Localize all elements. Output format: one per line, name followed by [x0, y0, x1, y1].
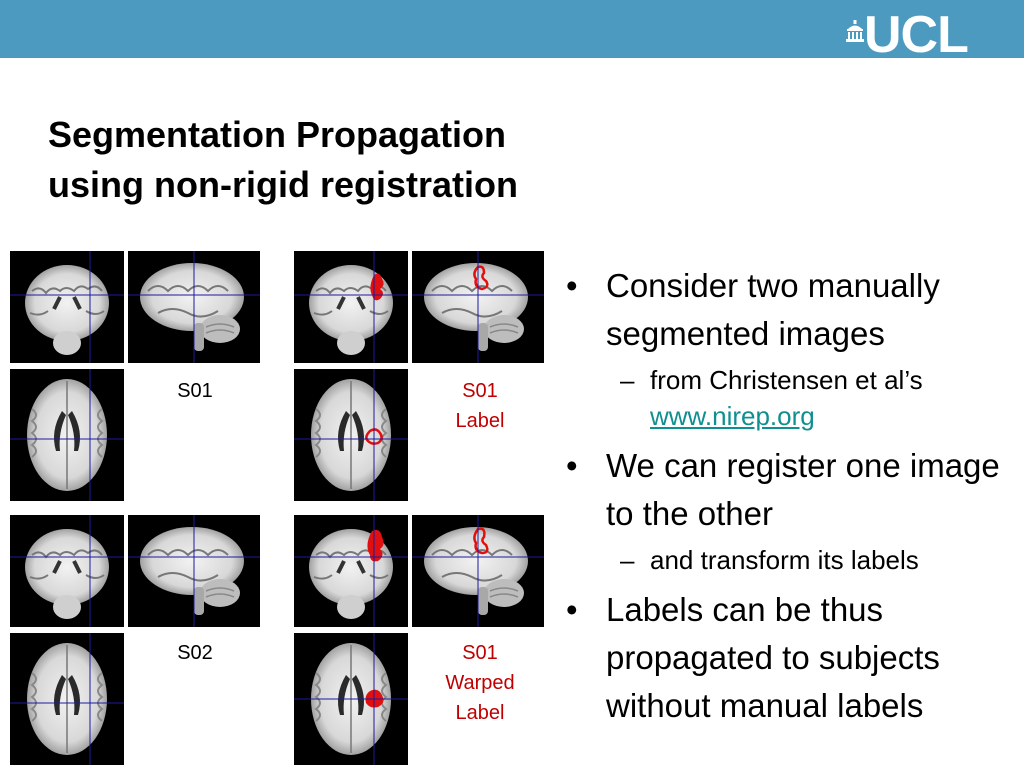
caption-warped-line3: Label — [455, 702, 505, 724]
bullet-dot: • — [566, 447, 578, 484]
bullet-2-text: We can register one image to the other — [606, 447, 1000, 532]
bullet-2: • We can register one image to the other — [560, 442, 1020, 538]
caption-s02: S02 — [177, 642, 213, 664]
bullet-list: • Consider two manually segmented images… — [560, 262, 1020, 734]
portico-icon — [846, 20, 864, 42]
s02-axial-slice — [10, 633, 124, 765]
nirep-link[interactable]: www.nirep.org — [650, 401, 815, 431]
bullet-3: • Labels can be thus propagated to subje… — [560, 586, 1020, 730]
caption-s01-label-line1: S01 — [462, 380, 498, 402]
slide-title: Segmentation Propagation using non-rigid… — [48, 110, 668, 210]
s01-sagittal-slice — [128, 251, 260, 363]
s01-label-coronal-slice — [294, 251, 408, 363]
bullet-dash: – — [620, 365, 635, 395]
header-bar: UCL — [0, 0, 1024, 64]
caption-s01: S01 — [177, 380, 213, 402]
caption-s01-label: S01 Label — [440, 376, 520, 436]
s01-warped-axial-slice — [294, 633, 408, 765]
bullet-1-sub-text: from Christensen et al’s — [650, 365, 923, 395]
bullet-1-sub: – from Christensen et al’s www.nirep.org — [560, 362, 1020, 434]
ucl-logo: UCL — [846, 6, 996, 64]
title-line-1: Segmentation Propagation — [48, 114, 507, 155]
s01-label-axial-slice — [294, 369, 408, 501]
s02-coronal-slice — [10, 515, 124, 627]
bullet-dot: • — [566, 267, 578, 304]
caption-s01-warped-label: S01 Warped Label — [432, 638, 528, 728]
title-line-2: using non-rigid registration — [48, 164, 518, 205]
s02-sagittal-slice — [128, 515, 260, 627]
s01-axial-slice — [10, 369, 124, 501]
s01-coronal-slice — [10, 251, 124, 363]
bullet-3-text: Labels can be thus propagated to subject… — [606, 591, 940, 724]
caption-warped-line2: Warped — [445, 672, 515, 694]
s01-warped-coronal-slice — [294, 515, 408, 627]
logo-text: UCL — [864, 6, 969, 64]
bullet-1-text: Consider two manually segmented images — [606, 267, 940, 352]
s01-warped-sagittal-slice — [412, 515, 544, 627]
bullet-dot: • — [566, 591, 578, 628]
caption-warped-line1: S01 — [462, 642, 498, 664]
bullet-1: • Consider two manually segmented images — [560, 262, 1020, 358]
s01-label-sagittal-slice — [412, 251, 544, 363]
bullet-dash: – — [620, 545, 635, 575]
caption-s01-label-line2: Label — [455, 410, 505, 432]
bullet-2-sub-text: and transform its labels — [650, 545, 919, 575]
bullet-2-sub: – and transform its labels — [560, 542, 1020, 578]
